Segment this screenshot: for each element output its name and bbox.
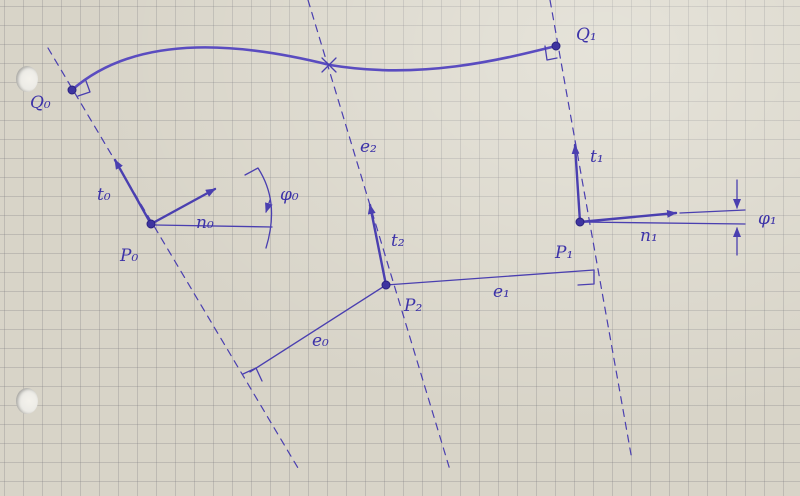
label-q1: Q₁ (576, 25, 597, 45)
punch-hole-bottom (16, 388, 38, 414)
point-p0 (146, 219, 156, 229)
vector-n1 (578, 209, 678, 224)
curve-q0-q1 (70, 44, 558, 92)
label-q0: Q₀ (30, 93, 51, 113)
label-e0: e₀ (312, 331, 329, 351)
label-p0: P₀ (119, 246, 138, 266)
point-q0 (67, 85, 77, 95)
vector-t0 (113, 158, 153, 226)
point-p1 (575, 217, 585, 227)
reference-line-p1 (579, 221, 746, 225)
vector-t2 (367, 203, 388, 287)
label-t0: t₀ (97, 185, 111, 205)
label-e2: e₂ (360, 137, 377, 157)
right-angle-q0 (77, 80, 91, 97)
right-angle-q1 (544, 45, 558, 61)
segment-e1 (385, 269, 595, 286)
segment-e0 (249, 284, 387, 373)
point-p2 (381, 280, 391, 290)
normal-line-p0 (47, 47, 299, 469)
label-e1: e₁ (493, 282, 510, 302)
right-angle-e1 (577, 269, 595, 286)
label-phi0: φ₀ (280, 185, 299, 205)
normal-line-p1 (549, 0, 633, 461)
label-t2: t₂ (391, 231, 405, 251)
vector-t1 (571, 143, 582, 224)
punch-hole-top (16, 66, 38, 92)
label-n1: n₁ (640, 226, 658, 246)
label-n0: n₀ (196, 213, 214, 233)
point-q1 (551, 41, 561, 51)
label-p2: P₂ (403, 296, 422, 316)
label-t1: t₁ (590, 147, 604, 167)
label-phi1: φ₁ (758, 209, 777, 229)
reference-line-phi1-top (679, 209, 746, 214)
normal-line-p2 (307, 0, 451, 471)
label-p1: P₁ (554, 243, 573, 263)
intersection-cross (321, 57, 337, 73)
reference-line-p0 (154, 224, 273, 228)
angle-arrow-phi0 (265, 199, 273, 213)
vector-n0 (149, 187, 217, 226)
